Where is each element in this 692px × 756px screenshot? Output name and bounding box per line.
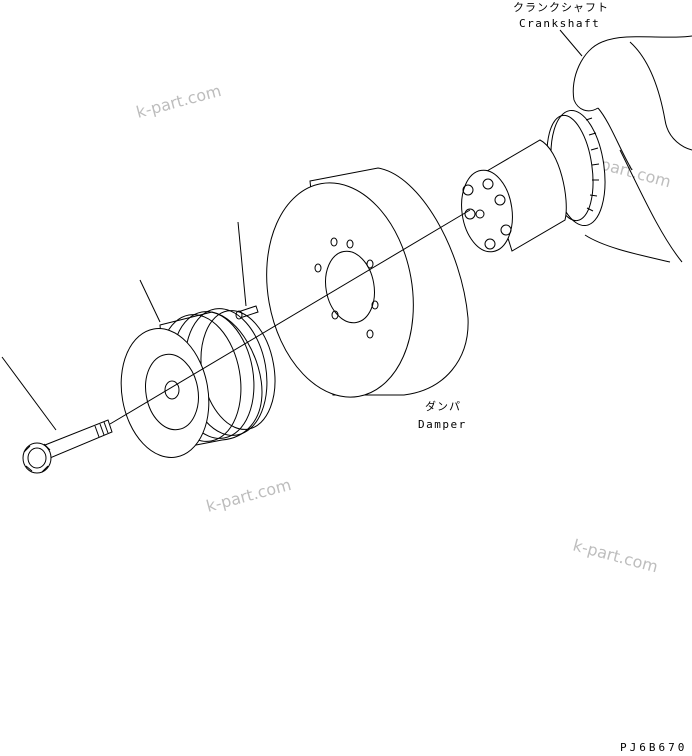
drawing-code: PJ6B670 — [620, 741, 687, 754]
watermark-4: k-part.com — [571, 536, 660, 577]
damper-label-jp: ダンパ — [425, 399, 461, 413]
damper-label-en: Damper — [418, 418, 467, 431]
damper-bolt-holes — [314, 237, 379, 339]
crankshaft-label-en: Crankshaft — [519, 17, 600, 30]
watermark-3: k-part.com — [204, 475, 293, 516]
crankshaft-label-jp: クランクシャフト — [513, 1, 609, 14]
crankshaft: クランクシャフト Crankshaft — [461, 1, 692, 263]
damper: ダンパ Damper — [266, 167, 469, 431]
crankshaft-bolt-holes — [462, 178, 512, 250]
pulley — [120, 279, 276, 458]
bolt — [1, 356, 113, 474]
assembly-axis — [109, 209, 471, 425]
dowel-pin — [235, 221, 259, 320]
watermark-1: k-part.com — [134, 81, 223, 122]
